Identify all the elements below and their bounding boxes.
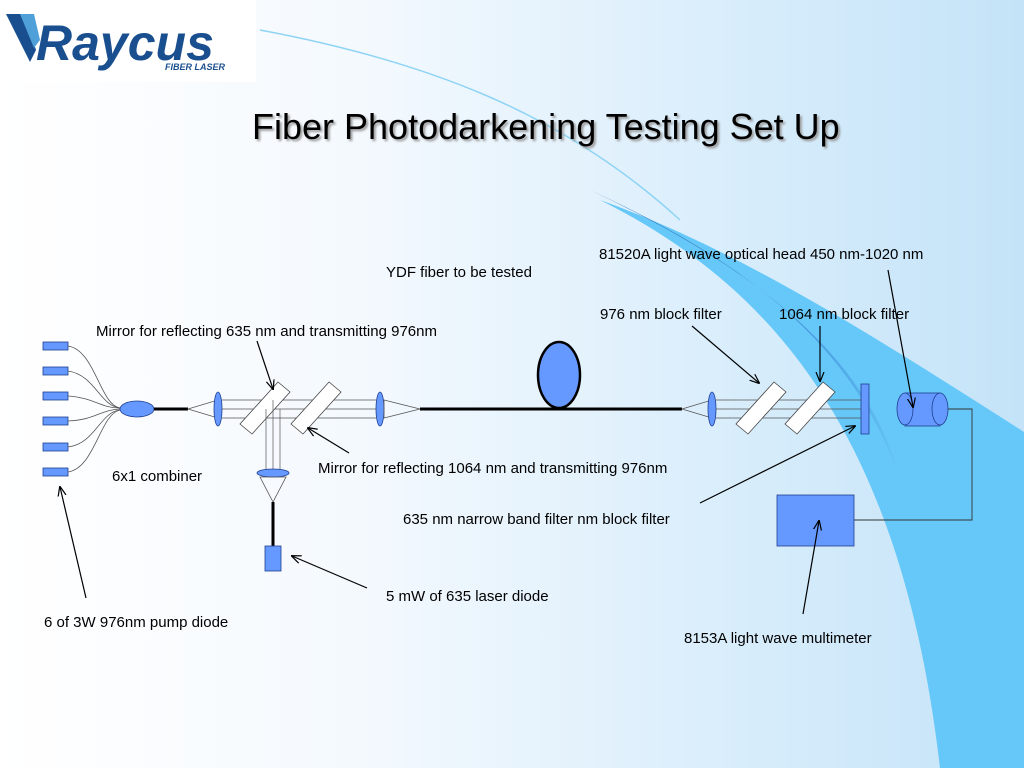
combiner-6x1 xyxy=(119,400,155,418)
pump-diode xyxy=(42,442,69,452)
narrow-band-filter-635 xyxy=(860,383,870,435)
mirror-1064 xyxy=(290,381,342,435)
label-laser-diode: 5 mW of 635 laser diode xyxy=(386,588,549,605)
arrow-multimeter xyxy=(802,521,819,615)
label-optical-head: 81520A light wave optical head 450 nm-10… xyxy=(599,246,924,263)
ydf-fiber-coil xyxy=(536,340,582,410)
arrow-laser-diode xyxy=(292,556,368,589)
laser-branch xyxy=(265,400,281,473)
arrow-mirror-1064 xyxy=(308,428,350,454)
lens xyxy=(375,391,385,427)
label-ydf-fiber: YDF fiber to be tested xyxy=(386,264,532,281)
output-beam xyxy=(716,399,862,419)
label-filter-1064: 1064 nm block filter xyxy=(779,306,910,323)
pump-diode xyxy=(42,467,69,477)
lens xyxy=(256,468,290,478)
label-pump-diode: 6 of 3W 976nm pump diode xyxy=(44,614,229,631)
page-title: Fiber Photodarkening Testing Set Up xyxy=(252,106,840,147)
pump-diode xyxy=(42,391,69,401)
pump-diodes xyxy=(42,341,69,477)
arrow-pump-diode xyxy=(60,487,87,599)
label-mirror-1064: Mirror for reflecting 1064 nm and transm… xyxy=(318,460,668,477)
arrow-optical-head xyxy=(887,269,913,407)
laser-diode-635 xyxy=(264,545,282,572)
optical-head-81520a xyxy=(896,392,949,427)
pump-fibers xyxy=(67,345,121,473)
lens xyxy=(707,391,717,427)
arrow-narrow-filter xyxy=(699,426,855,504)
label-combiner: 6x1 combiner xyxy=(112,468,203,485)
logo-tagline: FIBER LASER xyxy=(165,62,226,72)
block-filter-976 xyxy=(735,381,787,435)
label-narrow-filter: 635 nm narrow band filter nm block filte… xyxy=(403,511,670,528)
label-multimeter: 8153A light wave multimeter xyxy=(684,630,872,647)
callout-arrows xyxy=(60,269,913,615)
lens xyxy=(213,391,223,427)
label-filter-976: 976 nm block filter xyxy=(600,306,722,323)
pump-diode xyxy=(42,341,69,351)
logo-wordmark: Raycus xyxy=(36,15,214,71)
label-mirror-635: Mirror for reflecting 635 nm and transmi… xyxy=(96,323,437,340)
pump-diode xyxy=(42,366,69,376)
arrow-mirror-635 xyxy=(256,340,273,389)
mirror-635 xyxy=(239,381,291,435)
arrow-filter-976 xyxy=(691,325,759,383)
block-filter-1064 xyxy=(784,381,836,435)
pump-diode xyxy=(42,416,69,426)
raycus-logo: Raycus FIBER LASER xyxy=(0,0,256,82)
raycus-logo-mark: Raycus FIBER LASER xyxy=(6,14,226,72)
